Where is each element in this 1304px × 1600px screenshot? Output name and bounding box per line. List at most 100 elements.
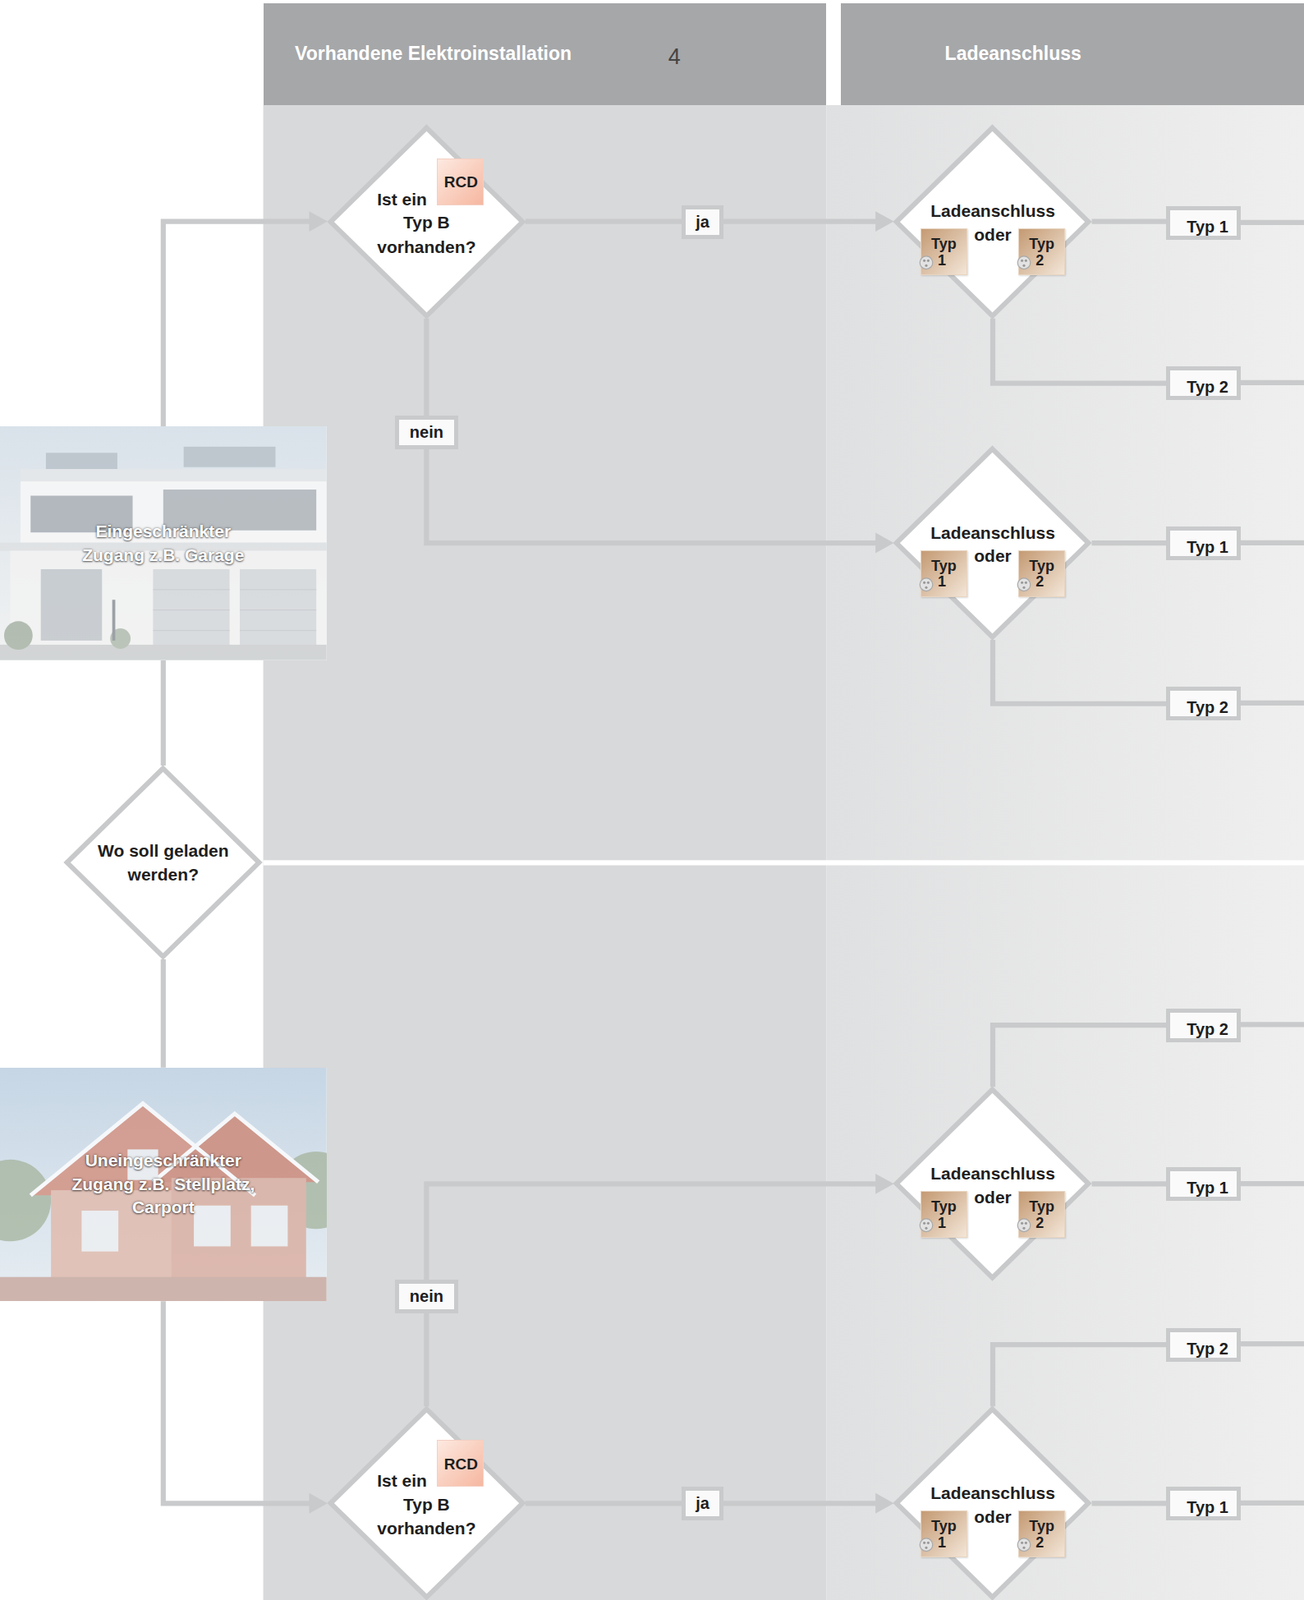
connector-line xyxy=(160,660,166,766)
diamond-outline xyxy=(893,445,1092,640)
node-text: Ladeanschluss xyxy=(893,520,1092,546)
column-band xyxy=(826,105,1304,1600)
house-illustration xyxy=(0,426,327,661)
node-text: Ladeanschluss xyxy=(893,1480,1092,1506)
node-text: Typ B vorhanden? xyxy=(365,209,488,261)
node-text: Typ 2 xyxy=(1023,1193,1066,1237)
line-stub xyxy=(1238,222,1304,1503)
node-text: Eingeschränkter Zugang z.B. Garage xyxy=(73,426,253,661)
callout-number: 4 xyxy=(661,38,688,76)
connector xyxy=(1092,541,1167,543)
type-box: Typ 2 xyxy=(1166,686,1241,721)
node-text: Typ 1 xyxy=(1170,530,1245,565)
node-text: Typ 2 xyxy=(1023,231,1066,275)
connector xyxy=(992,639,1167,704)
column-band xyxy=(263,105,827,1600)
node-text: Ist ein xyxy=(358,185,446,212)
type-box: Typ 1 xyxy=(1166,206,1241,240)
arrow-head xyxy=(875,211,894,232)
connector-line xyxy=(992,1024,1167,1087)
decision-diamond: LadeanschlussoderTyp 1 Typ 2 xyxy=(893,1405,1092,1600)
photo-panel: Uneingeschränkter Zugang z.B. Stellplatz… xyxy=(0,1067,327,1302)
connector-line xyxy=(1092,1180,1167,1186)
diamond-outline xyxy=(893,124,1092,319)
node-text: Ladeanschluss xyxy=(893,1161,1092,1186)
node-text: Typ 2 xyxy=(1170,1331,1245,1366)
node-text: Typ 2 xyxy=(1170,690,1245,725)
type-box: Typ 2 xyxy=(1166,366,1241,400)
decision-diamond: LadeanschlussoderTyp 1 Typ 2 xyxy=(893,445,1092,640)
connector-line xyxy=(163,221,314,428)
connector xyxy=(426,318,894,554)
node-text: oder xyxy=(967,221,1019,248)
edge-label: nein xyxy=(394,1279,459,1314)
type-box: Typ 2 xyxy=(1166,1008,1241,1043)
connector xyxy=(992,318,1167,384)
node-text: RCD xyxy=(437,1440,485,1488)
arrow-head xyxy=(875,532,894,554)
connector-line xyxy=(163,1300,314,1503)
arrow-head xyxy=(875,1173,894,1194)
node-text: Typ 1 xyxy=(1170,1170,1245,1205)
decision-diamond: Ist einTyp B vorhanden?RCD xyxy=(327,124,526,319)
node-text: Typ 1 xyxy=(926,1512,969,1556)
node-text: oder xyxy=(967,542,1019,570)
node-text: Typ 2 xyxy=(1023,552,1066,596)
connector-line xyxy=(992,318,1167,384)
arrow-head xyxy=(308,1492,327,1514)
connector-badge: Typ 1 xyxy=(920,1510,968,1557)
connector xyxy=(1092,220,1167,222)
type-box: Typ 1 xyxy=(1166,1166,1241,1201)
decision-diamond: LadeanschlussoderTyp 1 Typ 2 xyxy=(893,1086,1092,1281)
rcd-badge: RCD xyxy=(436,158,484,206)
connector-line xyxy=(426,1183,880,1406)
connector-badge: Typ 1 xyxy=(920,228,968,276)
connector-badge: Typ 2 xyxy=(1018,1510,1066,1557)
arrow-head xyxy=(308,211,327,232)
edge-label: ja xyxy=(681,205,724,239)
node-text: Typ 1 xyxy=(926,552,969,596)
node-text: Wo soll geladen werden? xyxy=(84,836,242,888)
arrow-head xyxy=(875,1492,894,1514)
node-text: Typ 1 xyxy=(926,231,969,275)
connector-badge: Typ 1 xyxy=(920,550,968,597)
diamond-outline xyxy=(64,765,262,960)
connector-line xyxy=(992,639,1167,704)
type-box: Typ 1 xyxy=(1166,526,1241,561)
node-text: Typ B vorhanden? xyxy=(365,1490,488,1542)
connector xyxy=(1092,1502,1167,1504)
connector xyxy=(162,660,164,766)
node-text: Ladeanschluss xyxy=(945,3,1124,106)
connector-line xyxy=(160,959,166,1068)
node-text: Uneingeschränkter Zugang z.B. Stellplatz… xyxy=(66,1067,261,1302)
header-band: Ladeanschluss xyxy=(840,3,1304,106)
connector xyxy=(992,1344,1167,1406)
node-text: Ladeanschluss xyxy=(893,198,1092,224)
divider-line xyxy=(263,859,1304,865)
connector xyxy=(426,1173,894,1406)
connector xyxy=(162,959,164,1068)
connector xyxy=(1092,1183,1167,1185)
node-text: Typ 1 xyxy=(1170,1490,1245,1525)
decision-diamond: LadeanschlussoderTyp 1 Typ 2 xyxy=(893,124,1092,319)
node-text: Typ 2 xyxy=(1170,1012,1245,1047)
diamond-outline xyxy=(893,1086,1092,1281)
connector-line xyxy=(1092,540,1167,546)
edge-label: nein xyxy=(394,415,459,450)
node-text: Typ 1 xyxy=(926,1193,969,1237)
node-text: Typ 2 xyxy=(1023,1512,1066,1556)
connector-badge: Typ 2 xyxy=(1018,1190,1066,1238)
node-text: oder xyxy=(967,1183,1019,1210)
type-box: Typ 2 xyxy=(1166,1327,1241,1362)
connector-badge: Typ 2 xyxy=(1018,228,1066,276)
node-text: Typ 1 xyxy=(1170,210,1245,244)
connector-line xyxy=(992,1344,1167,1406)
node-text: oder xyxy=(967,1502,1019,1529)
node-text: RCD xyxy=(437,159,485,207)
connector xyxy=(163,1300,328,1513)
node-text: Vorhandene Elektroinstallation xyxy=(294,3,642,106)
header-band: Vorhandene Elektroinstallation xyxy=(263,3,827,106)
connector xyxy=(992,1024,1167,1087)
rcd-badge: RCD xyxy=(436,1439,484,1487)
